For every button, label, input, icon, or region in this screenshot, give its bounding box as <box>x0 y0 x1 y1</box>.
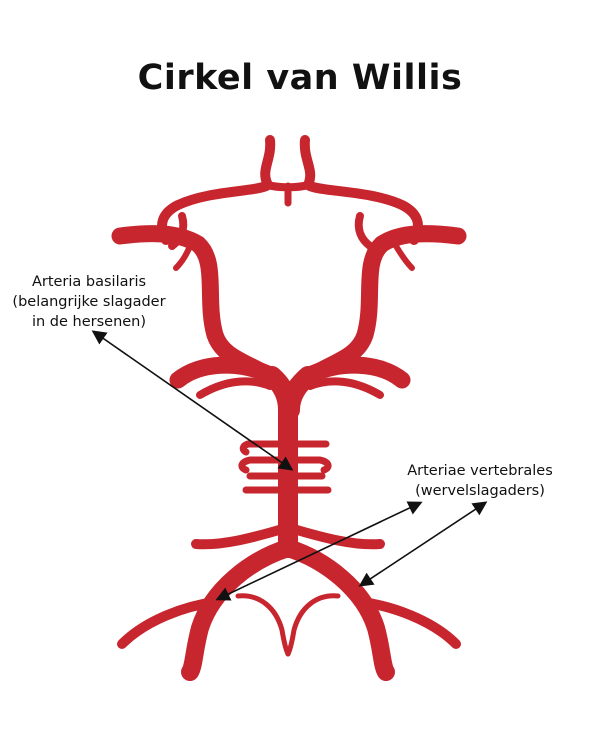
posterior-cerebral-right <box>299 356 411 389</box>
anterior-inferior-cerebellar-left <box>191 523 291 550</box>
arrow-vertebral-right <box>358 501 488 587</box>
label-basilaris-line2: (belangrijke slagader <box>12 294 166 310</box>
posterior-communicating-left <box>189 235 271 381</box>
callout-arrows <box>91 330 488 601</box>
pontine-right-1 <box>286 456 332 474</box>
label-basilaris-line3: in de hersenen) <box>31 314 147 330</box>
diagram-title: Cirkel van Willis <box>137 58 463 98</box>
middle-cerebral-right-branch <box>354 212 374 250</box>
middle-cerebral-right <box>373 225 467 253</box>
spinal-branch-right <box>285 593 341 657</box>
posterior-cerebral-right-branch <box>306 377 384 399</box>
anterior-cerebral-right <box>299 135 423 245</box>
posterior-inferior-cerebellar-left <box>117 597 220 649</box>
label-basilaris-line1: Arteria basilaris <box>31 274 147 290</box>
posterior-communicating-right <box>309 235 391 381</box>
middle-cerebral-left-twig <box>173 243 193 271</box>
circle-of-willis <box>111 135 467 681</box>
middle-cerebral-left <box>111 225 207 253</box>
spinal-branch-left <box>235 593 291 657</box>
label-arteria-basilaris: Arteria basilaris (belangrijke slagader … <box>0 272 178 332</box>
label-vertebrales-line2: (wervelslagaders) <box>415 483 545 499</box>
arrow-vertebral-left <box>215 501 423 601</box>
middle-cerebral-left-branch <box>168 212 188 250</box>
arrow-basilaris <box>91 330 294 471</box>
basilar-artery-top-right <box>280 366 318 420</box>
label-vertebrales-line1: Arteriae vertebrales <box>407 463 553 479</box>
anterior-cerebral-left <box>157 135 276 245</box>
posterior-inferior-cerebellar-right <box>357 597 461 649</box>
posterior-cerebral-left-branch <box>196 377 274 399</box>
posterior-cerebral-left <box>169 356 281 389</box>
label-arteriae-vertebrales: Arteriae vertebrales (wervelslagaders) <box>395 461 565 501</box>
middle-cerebral-right-twig <box>393 243 415 271</box>
anterior-inferior-cerebellar-right <box>285 523 385 550</box>
